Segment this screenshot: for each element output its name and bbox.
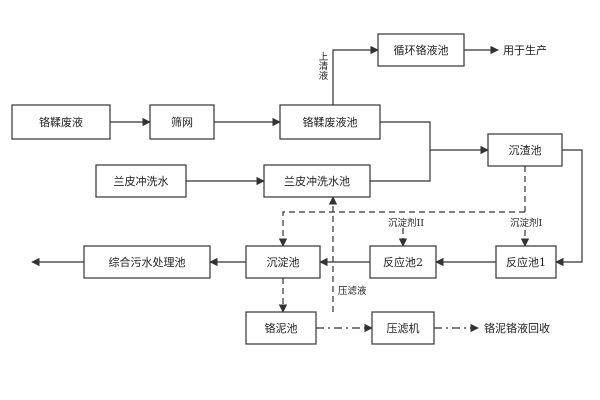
- node-reaction-pool-2: 反应池2: [369, 245, 437, 279]
- svg-text:兰皮冲洗水: 兰皮冲洗水: [114, 174, 169, 188]
- node-blue-hide-water: 兰皮冲洗水: [95, 164, 187, 198]
- svg-text:反应池1: 反应池1: [506, 255, 546, 269]
- node-blue-hide-pool: 兰皮冲洗水池: [263, 164, 371, 198]
- edge-sediment-to-reaction1: [555, 149, 583, 267]
- svg-text:沉渣池: 沉渣池: [509, 143, 542, 157]
- svg-text:压滤机: 压滤机: [387, 321, 420, 335]
- label-precipitant-1: 沉淀剂I: [510, 217, 543, 229]
- svg-text:沉淀池: 沉淀池: [267, 255, 300, 269]
- node-chrome-recovery: 铬泥铬液回收: [484, 321, 550, 335]
- node-for-production: 用于生产: [503, 43, 547, 57]
- node-comprehensive-treatment: 综合污水处理池: [83, 245, 211, 279]
- svg-text:反应池2: 反应池2: [383, 255, 423, 269]
- svg-text:铬鞣废液: 铬鞣废液: [39, 115, 83, 129]
- svg-text:兰皮冲洗水池: 兰皮冲洗水池: [284, 174, 350, 188]
- label-filtrate: 压滤液: [338, 285, 367, 297]
- svg-text:铬鞣废液池: 铬鞣废液池: [303, 115, 358, 129]
- node-sedimentation-pool: 沉渣池: [487, 133, 563, 167]
- edge-pool-to-circulation: [332, 45, 379, 105]
- node-waste-liquid: 铬鞣废液: [11, 104, 111, 140]
- node-chrome-liquid-pool: 铬鞣废液池: [279, 104, 381, 140]
- svg-text:筛网: 筛网: [171, 115, 193, 129]
- node-reaction-pool-1: 反应池1: [495, 245, 557, 279]
- edge-reagent-return-line: [278, 211, 525, 247]
- node-filter-press: 压滤机: [371, 311, 435, 345]
- node-screen: 筛网: [149, 104, 215, 140]
- edge-pool-to-sediment: [380, 121, 489, 155]
- node-chrome-sludge-pool: 铬泥池: [245, 311, 317, 345]
- svg-text:铬泥池: 铬泥池: [265, 321, 298, 335]
- node-circulation-pool: 循环铬液池: [377, 33, 465, 67]
- edge-bluepool-to-sediment: [370, 150, 431, 182]
- label-precipitant-2: 沉淀剂II: [388, 217, 424, 229]
- svg-text:循环铬液池: 循环铬液池: [394, 43, 449, 57]
- node-settling-pool: 沉淀池: [245, 245, 321, 279]
- svg-text:综合污水处理池: 综合污水处理池: [109, 255, 186, 269]
- label-supernatant: 上清液: [317, 52, 329, 81]
